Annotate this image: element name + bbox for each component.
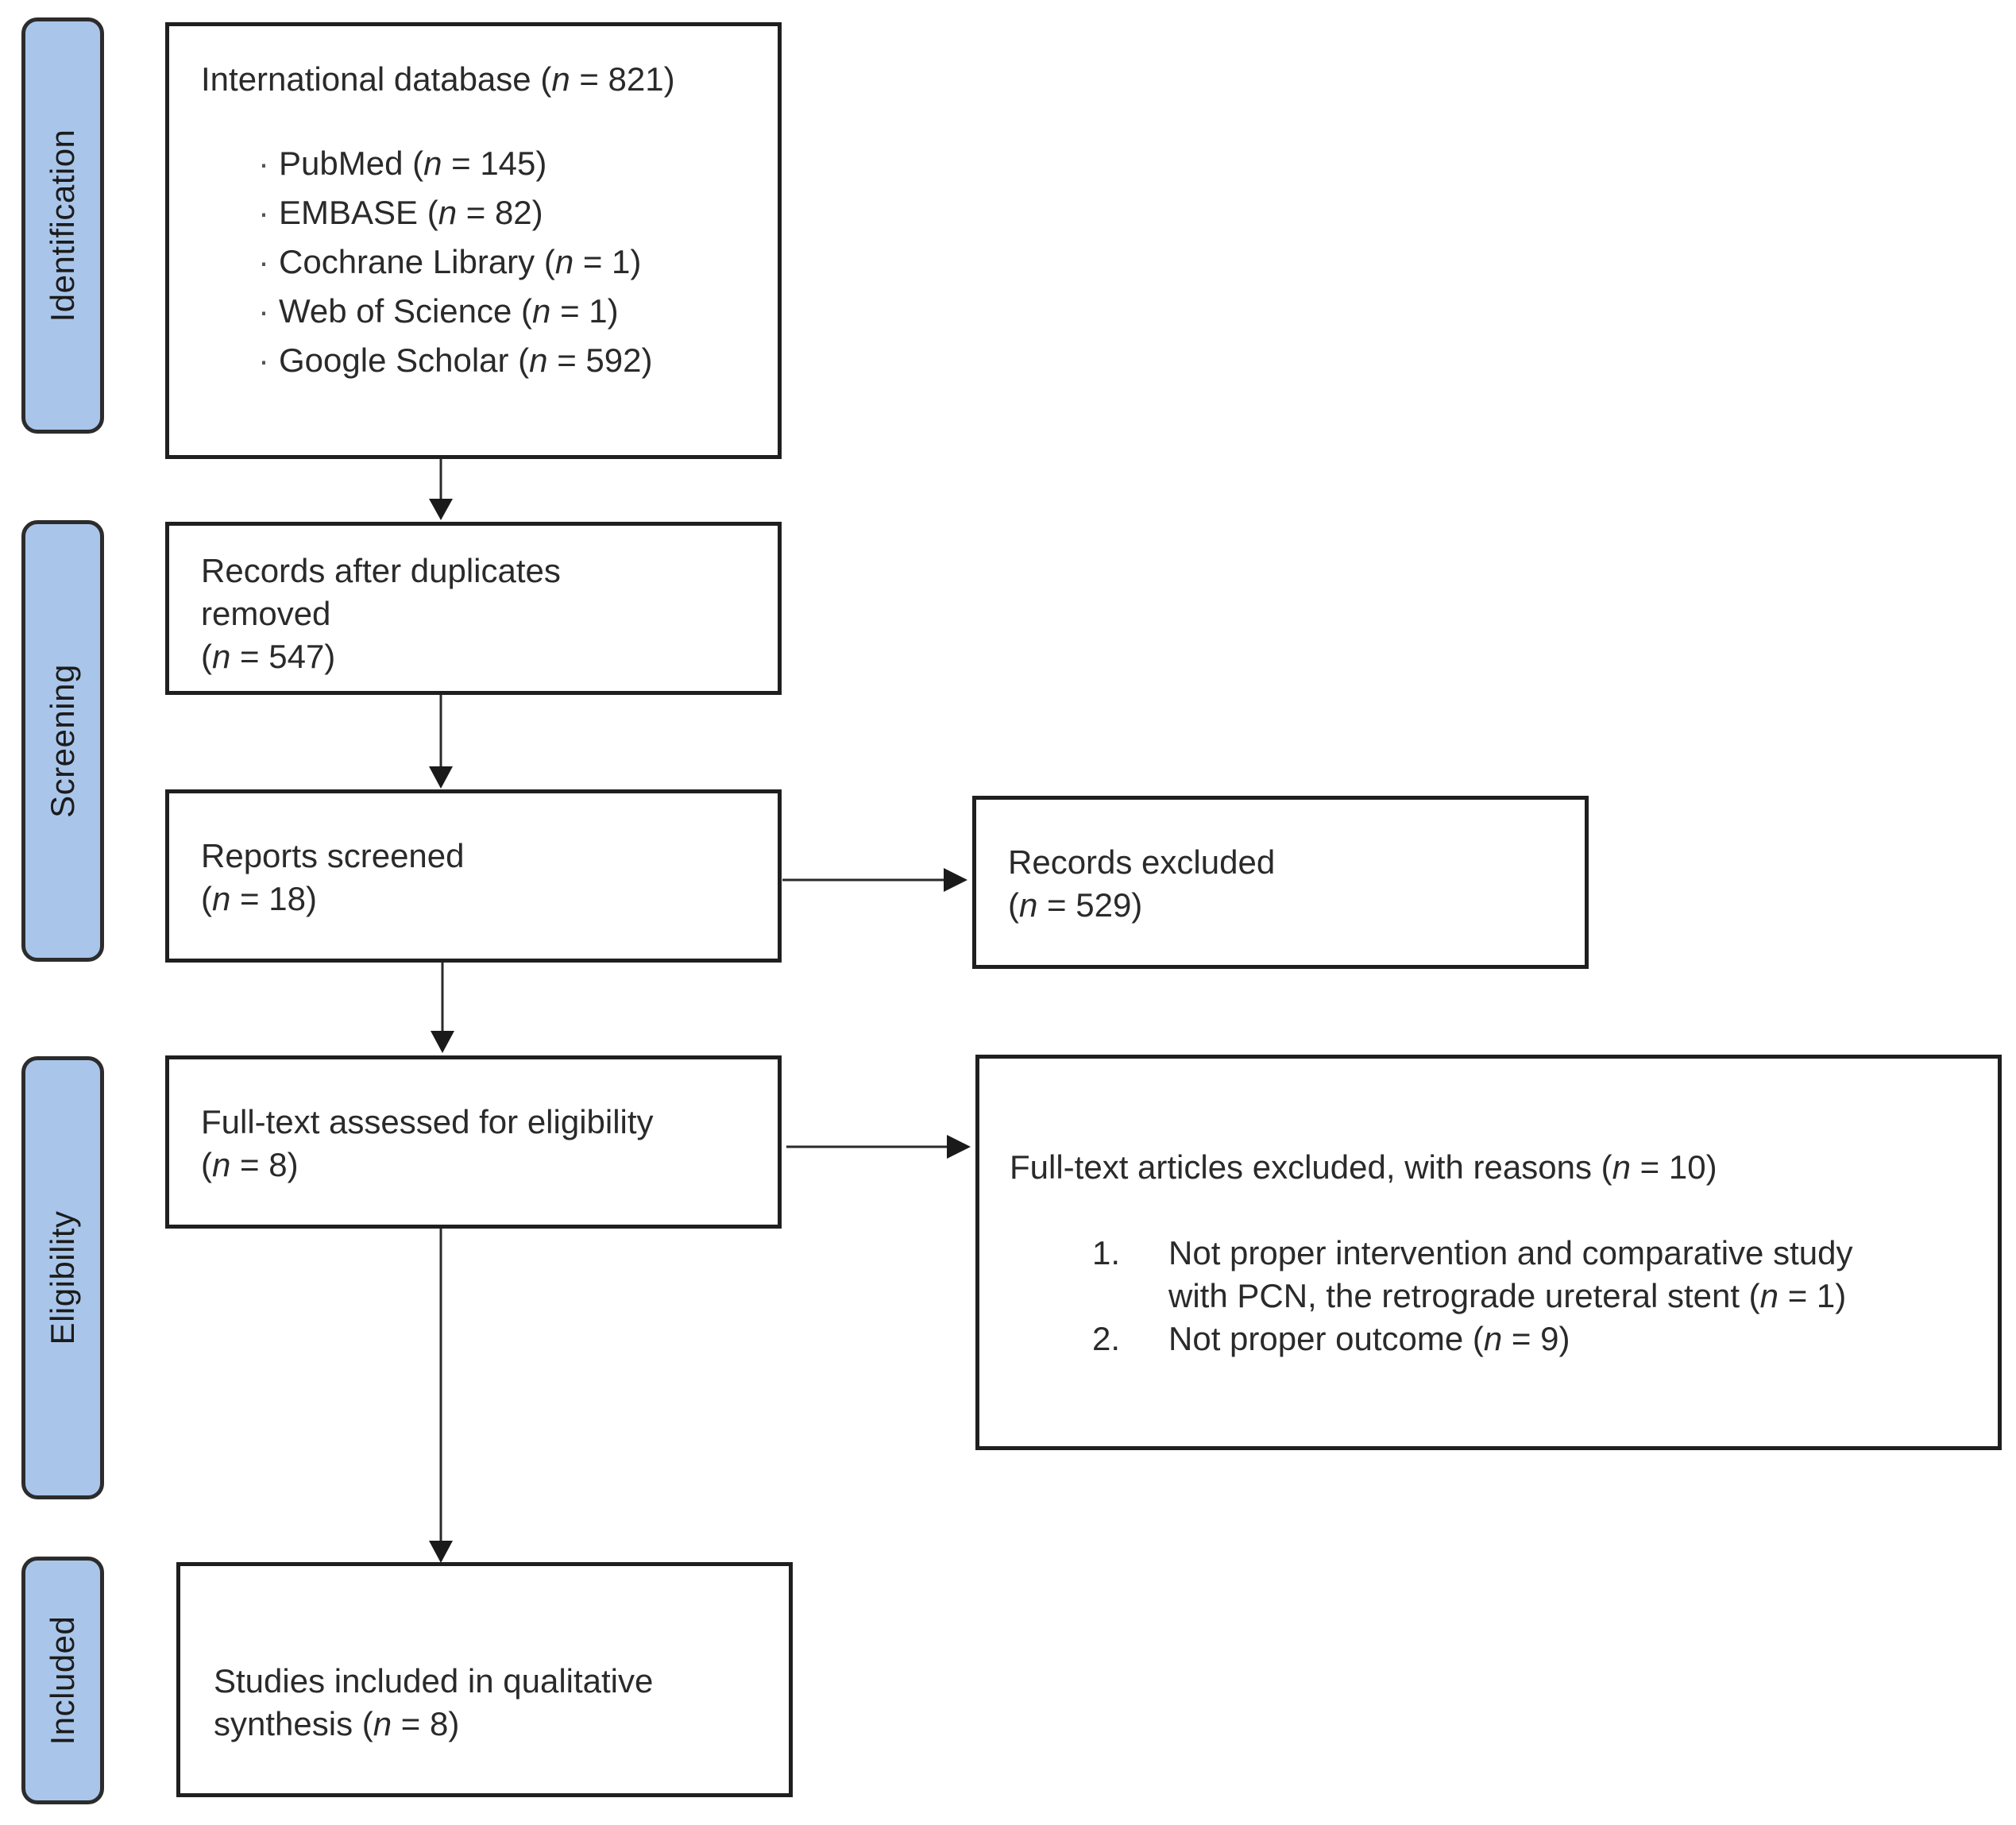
duplicates-line2: removed [201, 595, 331, 632]
arrowhead-fulltext-to-excluded [947, 1135, 971, 1159]
records-excluded-box: Records excluded (n = 529) [972, 796, 1589, 969]
duplicates-removed-box: Records after duplicates removed (n = 54… [165, 522, 782, 695]
records-excluded-line1: Records excluded [1008, 843, 1276, 881]
identification-title: International database (n = 821) [201, 60, 675, 98]
arrowhead-identification-to-duplicates [429, 499, 453, 520]
fulltext-excluded-title: Full-text articles excluded, with reason… [1010, 1148, 1717, 1186]
arrowhead-screened-to-excluded [944, 868, 967, 892]
source-embase: ·EMBASE (n = 82) [258, 194, 543, 231]
reason-1-line1: Not proper intervention and comparative … [1168, 1234, 1853, 1271]
source-cochrane: ·Cochrane Library (n = 1) [258, 243, 642, 280]
included-line1: Studies included in qualitative [214, 1662, 654, 1700]
fulltext-line1: Full-text assessed for eligibility [201, 1103, 654, 1140]
records-excluded-count: (n = 529) [1008, 886, 1143, 924]
reason-1-line2: with PCN, the retrograde ureteral stent … [1168, 1277, 1847, 1314]
arrowhead-screened-to-fulltext [431, 1031, 454, 1053]
identification-box: International database (n = 821) ·PubMed… [165, 22, 782, 459]
duplicates-count: (n = 547) [201, 638, 336, 675]
screened-line1: Reports screened [201, 837, 465, 874]
reason-2-number: 2. [1092, 1320, 1121, 1357]
reason-1-number: 1. [1092, 1234, 1121, 1271]
duplicates-line1: Records after duplicates [201, 552, 561, 589]
included-line2: synthesis (n = 8) [214, 1705, 460, 1742]
reason-2-line1: Not proper outcome (n = 9) [1168, 1320, 1570, 1357]
stage-included: Included [21, 1557, 104, 1804]
source-web-of-science: ·Web of Science (n = 1) [258, 292, 619, 330]
screened-count: (n = 18) [201, 880, 317, 917]
source-google-scholar: ·Google Scholar (n = 592) [258, 341, 653, 379]
reports-screened-box: Reports screened (n = 18) [165, 789, 782, 963]
fulltext-excluded-box: Full-text articles excluded, with reason… [975, 1055, 2002, 1450]
stage-screening: Screening [21, 520, 104, 962]
arrowhead-duplicates-to-screened [429, 766, 453, 789]
fulltext-assessed-box: Full-text assessed for eligibility (n = … [165, 1055, 782, 1229]
stage-identification: Identification [21, 17, 104, 434]
source-pubmed: ·PubMed (n = 145) [258, 145, 547, 182]
studies-included-box: Studies included in qualitative synthesi… [176, 1562, 793, 1797]
arrowhead-fulltext-to-included [429, 1541, 453, 1563]
fulltext-count: (n = 8) [201, 1146, 299, 1183]
stage-eligibility: Eligibility [21, 1056, 104, 1499]
